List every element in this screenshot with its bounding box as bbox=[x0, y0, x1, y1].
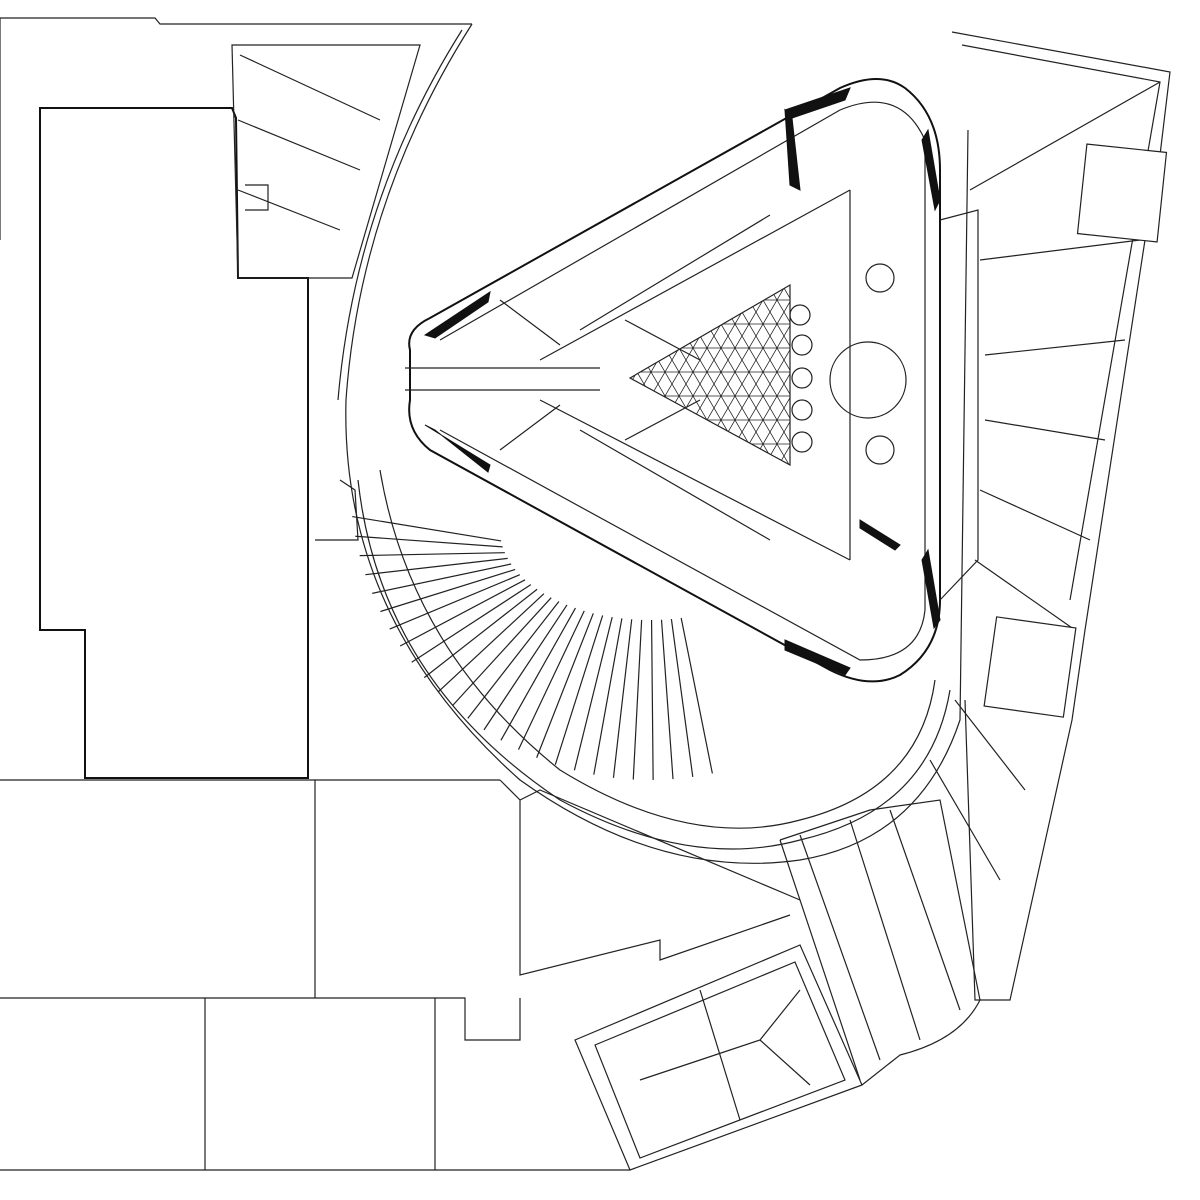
bottom-left-blocks bbox=[0, 479, 801, 1171]
stair-tread bbox=[680, 617, 713, 774]
stair-tread bbox=[411, 584, 532, 663]
right-wedge-building bbox=[929, 31, 1171, 1001]
top-left-wedge-building bbox=[231, 44, 421, 279]
stair-tread bbox=[352, 515, 502, 542]
stair-tread bbox=[423, 588, 538, 679]
stair-tread bbox=[670, 618, 694, 778]
stair-tread bbox=[554, 615, 604, 765]
stair-tread bbox=[437, 593, 545, 693]
stair-tread bbox=[593, 618, 623, 775]
bottom-block bbox=[574, 944, 863, 1171]
stair-tread bbox=[612, 619, 633, 778]
stair-tread bbox=[650, 619, 654, 780]
stair-tread bbox=[483, 604, 568, 731]
stair-tread bbox=[573, 616, 613, 771]
curved-perimeter-walls bbox=[337, 23, 969, 864]
triangular-tower bbox=[405, 78, 979, 683]
stair-tread bbox=[359, 552, 505, 557]
stair-tread bbox=[536, 613, 594, 758]
fan-stairs bbox=[352, 515, 713, 780]
atrium-trees bbox=[789, 263, 907, 465]
stair-tread bbox=[467, 601, 560, 719]
stair-tread bbox=[380, 568, 516, 613]
stair-tread bbox=[660, 619, 674, 780]
stair-tread bbox=[365, 557, 508, 576]
stair-tread bbox=[389, 574, 521, 630]
stair-tread bbox=[632, 619, 643, 780]
stair-tread bbox=[500, 607, 576, 741]
stair-tread bbox=[517, 610, 585, 750]
bridge-corridor bbox=[779, 799, 981, 1086]
stair-tread bbox=[451, 597, 552, 707]
stair-tread bbox=[399, 579, 526, 647]
atrium-glazed-roof bbox=[628, 283, 791, 467]
stair-tread bbox=[372, 563, 512, 594]
left-neighbor-building bbox=[0, 17, 500, 781]
core-solid-walls bbox=[423, 87, 941, 676]
stair-tread bbox=[355, 535, 503, 548]
